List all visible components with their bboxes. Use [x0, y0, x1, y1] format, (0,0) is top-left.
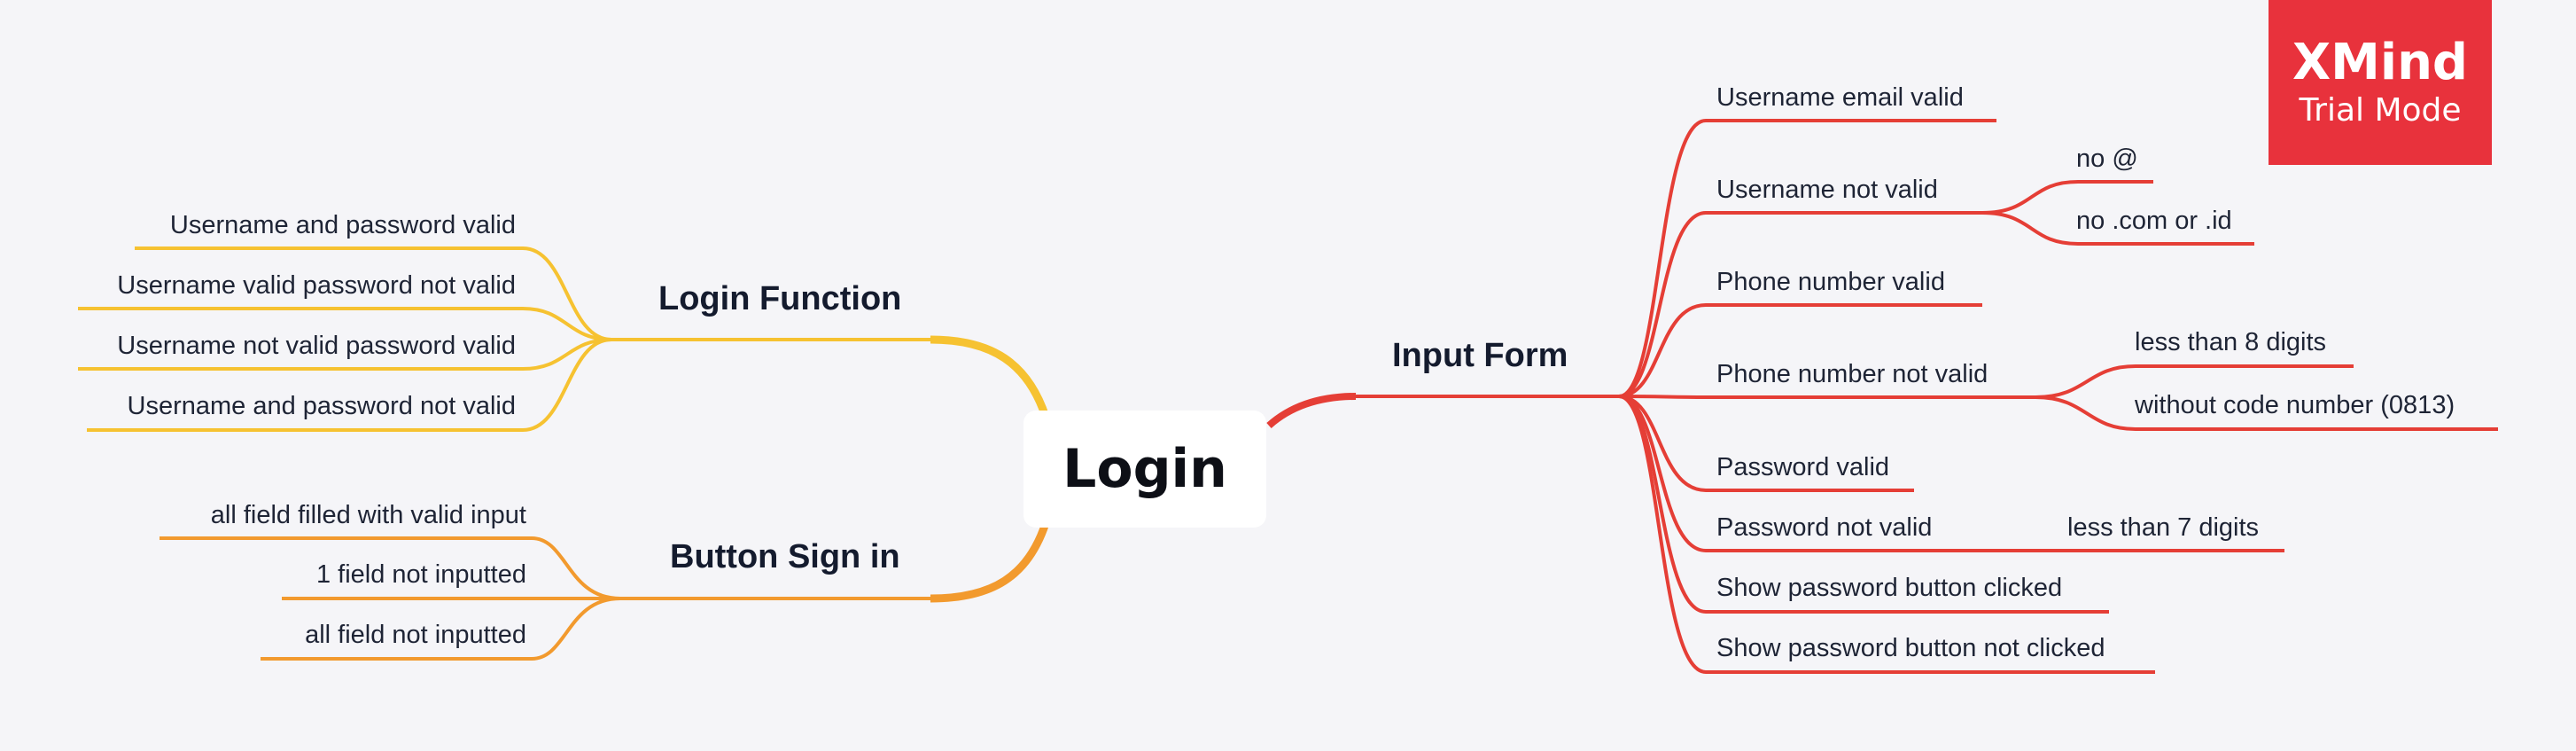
subtopic-input-form-1[interactable]: Username email valid [1716, 83, 1964, 112]
connector-if-3 [1618, 303, 1982, 398]
connector-root-login-function [930, 335, 1050, 419]
subtopic-input-form-7[interactable]: Show password button clicked [1716, 574, 2063, 602]
subtopic-input-form-6[interactable]: Password not valid [1716, 513, 1933, 542]
connector-username-not-valid-2 [1981, 211, 2254, 246]
connector-lf-3 [78, 338, 612, 371]
connector-if-5 [1618, 395, 1914, 492]
connector-lf-2 [78, 307, 612, 341]
topic-login-function[interactable]: Login Function [658, 280, 902, 317]
button-sign-in-connectors [160, 536, 930, 661]
leaf-no-at[interactable]: no @ [2076, 145, 2138, 173]
connector-root-button-sign-in [930, 521, 1050, 603]
leaf-less-than-7-digits[interactable]: less than 7 digits [2067, 513, 2260, 542]
subtopic-login-function-2[interactable]: Username valid password not valid [117, 271, 516, 300]
subtopic-input-form-4[interactable]: Phone number not valid [1716, 360, 1988, 388]
connector-bs-1 [160, 536, 621, 600]
leaf-no-com-or-id[interactable]: no .com or .id [2076, 207, 2232, 235]
subtopic-input-form-3[interactable]: Phone number valid [1716, 268, 1945, 296]
input-form-connectors [1356, 119, 2498, 674]
connector-if-8 [1618, 395, 2155, 674]
connector-root-input-form [1266, 393, 1357, 429]
connector-bs-3 [261, 597, 621, 661]
subtopic-input-form-2[interactable]: Username not valid [1716, 176, 1938, 204]
connector-phone-not-valid-2 [2035, 395, 2498, 431]
leaf-without-code-number[interactable]: without code number (0813) [2135, 391, 2455, 419]
subtopic-input-form-5[interactable]: Password valid [1716, 453, 1890, 481]
topic-input-form[interactable]: Input Form [1392, 337, 1568, 374]
connector-if-1 [1618, 119, 1996, 398]
root-topic[interactable]: Login [1023, 411, 1266, 528]
watermark-subtitle: Trial Mode [2299, 92, 2462, 129]
subtopic-login-function-3[interactable]: Username not valid password valid [117, 332, 516, 360]
subtopic-button-sign-in-2[interactable]: 1 field not inputted [315, 560, 526, 589]
topic-button-sign-in[interactable]: Button Sign in [670, 538, 900, 575]
connector-if-2 [1618, 211, 1982, 398]
connector-if-4 [1618, 395, 2035, 399]
root-topic-label: Login [1062, 438, 1227, 500]
watermark-title: XMind [2292, 34, 2469, 91]
connector-phone-not-valid-1 [2035, 364, 2354, 399]
leaf-less-than-8-digits[interactable]: less than 8 digits [2135, 328, 2327, 356]
connector-username-not-valid-1 [1981, 180, 2153, 215]
connector-lf-4 [87, 338, 612, 432]
xmind-trial-watermark: XMind Trial Mode [2269, 0, 2492, 165]
login-function-connectors [78, 246, 930, 432]
subtopic-login-function-1[interactable]: Username and password valid [169, 211, 516, 239]
subtopic-button-sign-in-3[interactable]: all field not inputted [305, 621, 526, 649]
subtopic-button-sign-in-1[interactable]: all field filled with valid input [210, 501, 526, 529]
connector-lf-1 [135, 246, 612, 341]
subtopic-input-form-8[interactable]: Show password button not clicked [1716, 634, 2105, 662]
subtopic-login-function-4[interactable]: Username and password not valid [127, 392, 516, 420]
